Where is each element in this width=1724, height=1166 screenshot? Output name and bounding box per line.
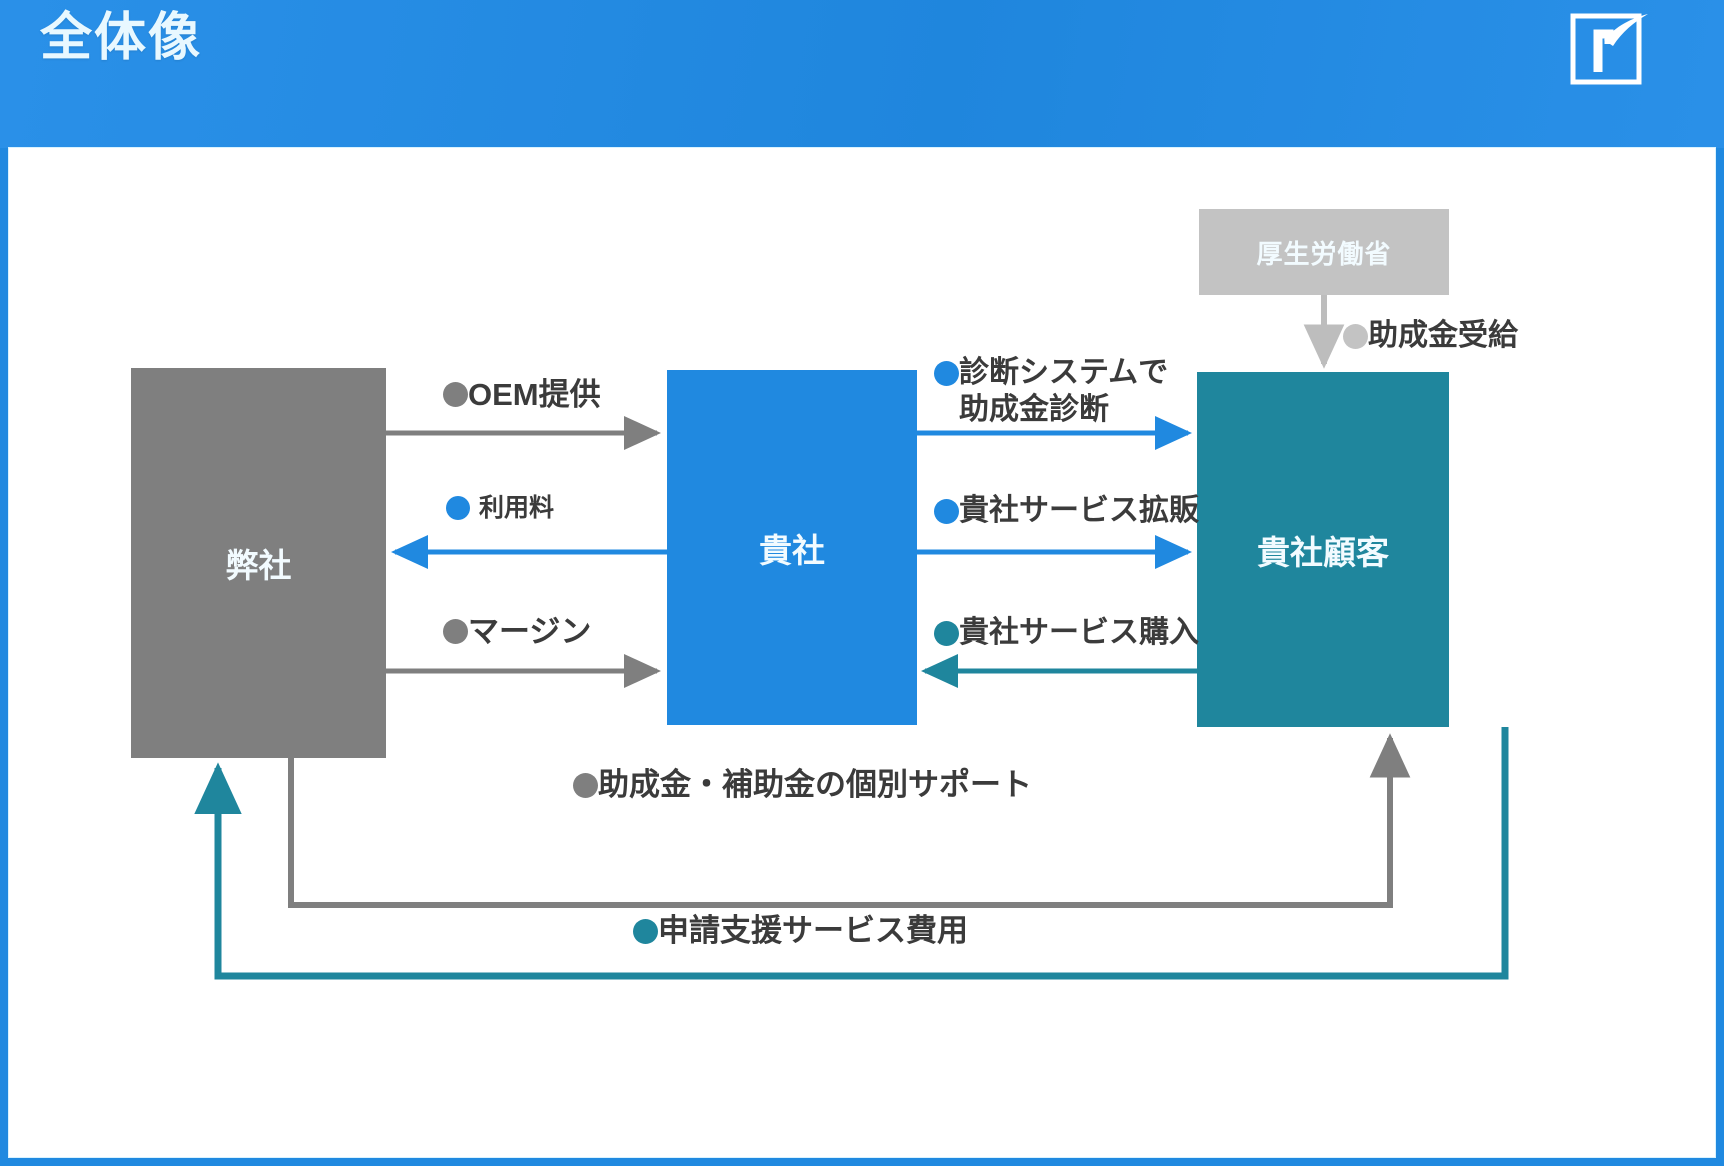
bullet-dot-lightgray-icon (1343, 324, 1368, 349)
flow-label-purchase-text: 貴社サービス購入 (959, 616, 1199, 649)
flow-label-oem: OEM提供 (443, 376, 601, 414)
node-your-customer-label: 貴社顧客 (1257, 533, 1389, 571)
node-your-company-label: 貴社 (759, 531, 825, 569)
bullet-dot-gray-icon (443, 382, 468, 407)
flow-label-expand: 貴社サービス拡販 (934, 493, 1199, 530)
bullet-dot-teal-icon (934, 621, 959, 646)
node-your-customer[interactable]: 貴社顧客 (1197, 372, 1449, 727)
flow-label-expand-text: 貴社サービス拡販 (959, 494, 1199, 527)
bullet-dot-teal-icon (633, 919, 658, 944)
flow-label-margin-text: マージン (468, 614, 592, 649)
flow-label-application-fee-text: 申請支援サービス費用 (658, 913, 968, 948)
flow-label-application-fee: 申請支援サービス費用 (633, 912, 968, 950)
diagram-canvas: 弊社 貴社 貴社顧客 厚生労働省 OEM提供 利用料 マージン 診断システムで … (9, 148, 1715, 1157)
bullet-dot-gray-icon (573, 773, 598, 798)
flow-label-oem-text: OEM提供 (468, 377, 601, 412)
arrow-application-fee (194, 727, 1509, 980)
flow-label-purchase: 貴社サービス購入 (934, 615, 1199, 652)
flow-label-fee-text: 利用料 (479, 494, 555, 522)
page-title: 全体像 (40, 9, 203, 67)
node-ministry[interactable]: 厚生労働省 (1199, 209, 1449, 295)
node-ministry-label: 厚生労働省 (1256, 238, 1392, 269)
flow-label-margin: マージン (443, 613, 591, 651)
flow-label-subsidy-text: 助成金受給 (1368, 319, 1518, 352)
bullet-dot-gray-icon (443, 619, 468, 644)
slide-header: 全体像 (0, 0, 1724, 148)
flow-label-support-text: 助成金・補助金の個別サポート (598, 767, 1032, 802)
arrow-support (288, 733, 1411, 908)
r-logo-icon (1570, 13, 1648, 85)
connector-layer (194, 295, 1509, 980)
flow-label-fee: 利用料 (446, 493, 554, 524)
node-our-company-label: 弊社 (225, 547, 292, 584)
bullet-dot-blue-icon (446, 496, 470, 520)
flow-label-diagnose-text: 診断システムで 助成金診断 (959, 356, 1169, 426)
flow-label-subsidy: 助成金受給 (1343, 318, 1518, 355)
node-your-company[interactable]: 貴社 (667, 370, 917, 725)
bullet-dot-blue-icon (934, 361, 959, 386)
node-our-company[interactable]: 弊社 (131, 368, 386, 758)
bullet-dot-blue-icon (934, 499, 959, 524)
flow-label-diagnose: 診断システムで 助成金診断 (934, 355, 1168, 428)
flow-label-support: 助成金・補助金の個別サポート (573, 766, 1032, 804)
